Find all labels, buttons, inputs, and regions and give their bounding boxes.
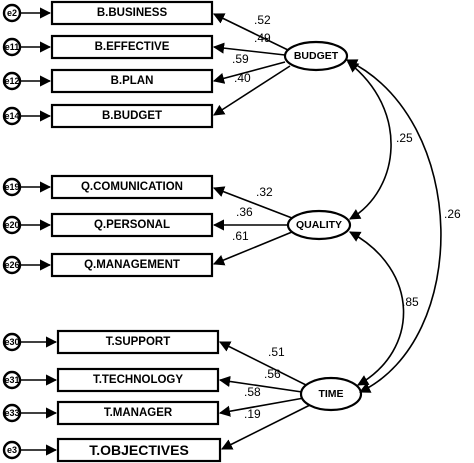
loading-path-t-manager bbox=[218, 397, 305, 417]
loading-value: .59 bbox=[232, 52, 249, 66]
indicator-box-t-objectives bbox=[56, 437, 222, 463]
loading-value: .56 bbox=[264, 367, 281, 381]
indicator-box-t-technology bbox=[56, 367, 220, 393]
error-label: e2 bbox=[7, 8, 17, 18]
indicator-label: T.OBJECTIVES bbox=[89, 442, 189, 458]
error-node bbox=[2, 332, 22, 352]
error-label: e19 bbox=[4, 182, 19, 192]
covariance-arc-quality-time bbox=[349, 231, 405, 386]
indicator-box-b-plan bbox=[50, 68, 214, 94]
indicator-label: B.BUDGET bbox=[102, 110, 162, 122]
loading-value: .49 bbox=[254, 31, 271, 45]
indicator-box-q-personal bbox=[50, 212, 214, 238]
error-label: e26 bbox=[4, 260, 19, 270]
indicator-box-t-support bbox=[56, 329, 220, 355]
indicator-label: Q.COMUNICATION bbox=[81, 181, 183, 193]
error-node bbox=[2, 37, 22, 57]
loading-path-q-management bbox=[212, 231, 293, 266]
error-node bbox=[2, 215, 22, 235]
loading-value: .40 bbox=[234, 71, 251, 85]
latent-label-budget: BUDGET bbox=[294, 50, 339, 62]
error-node bbox=[2, 3, 22, 23]
error-label: e30 bbox=[4, 337, 19, 347]
covariance-arc-budget-time bbox=[345, 59, 442, 393]
error-label: e14 bbox=[4, 111, 19, 121]
loading-path-b-effective bbox=[212, 42, 286, 56]
indicator-label: T.MANAGER bbox=[104, 407, 173, 419]
indicator-box-b-business bbox=[50, 0, 214, 26]
error-node bbox=[2, 177, 22, 197]
error-label: e33 bbox=[4, 408, 19, 418]
loading-path-b-plan bbox=[212, 61, 286, 84]
error-label: e11 bbox=[5, 42, 20, 52]
error-node bbox=[2, 403, 22, 423]
loading-path-b-budget bbox=[213, 65, 291, 116]
latent-label-quality: QUALITY bbox=[296, 219, 342, 231]
error-node bbox=[2, 106, 22, 126]
indicator-label: B.EFFECTIVE bbox=[95, 41, 170, 53]
error-node bbox=[2, 255, 22, 275]
indicator-label: B.BUSINESS bbox=[97, 7, 168, 19]
error-node bbox=[2, 440, 22, 460]
indicator-label: T.TECHNOLOGY bbox=[93, 374, 183, 386]
loading-value: .51 bbox=[268, 345, 285, 359]
indicator-box-t-manager bbox=[56, 400, 220, 426]
error-label: e3 bbox=[7, 445, 17, 455]
latent-label-time: TIME bbox=[318, 388, 343, 400]
indicator-box-b-effective bbox=[50, 34, 214, 60]
loading-value: .61 bbox=[232, 229, 249, 243]
loading-value: .19 bbox=[244, 407, 261, 421]
loading-path-b-business bbox=[212, 13, 289, 51]
error-node bbox=[2, 370, 22, 390]
loading-value: .36 bbox=[236, 205, 253, 219]
indicator-box-q-management bbox=[50, 252, 214, 278]
loading-path-t-objectives bbox=[220, 403, 313, 450]
indicator-box-b-budget bbox=[50, 103, 214, 129]
indicator-label: B.PLAN bbox=[111, 75, 154, 87]
covariance-value-budget-time: .26 bbox=[444, 207, 461, 221]
loading-path-t-support bbox=[218, 341, 309, 387]
indicator-label: Q.PERSONAL bbox=[94, 219, 170, 231]
loading-value: .52 bbox=[254, 13, 271, 27]
latent-budget bbox=[283, 40, 349, 72]
loading-path-t-technology bbox=[218, 375, 303, 393]
error-label: e31 bbox=[4, 375, 19, 385]
loading-value: .58 bbox=[244, 385, 261, 399]
error-label: e12 bbox=[4, 76, 19, 86]
indicator-label: Q.MANAGEMENT bbox=[84, 259, 180, 271]
covariance-value-budget-quality: .25 bbox=[396, 131, 413, 145]
indicator-box-q-comunication bbox=[50, 174, 214, 200]
loading-path-q-comunication bbox=[212, 186, 293, 219]
covariance-value-quality-time: .85 bbox=[402, 295, 419, 309]
loading-value: .32 bbox=[256, 185, 273, 199]
error-node bbox=[2, 71, 22, 91]
indicator-label: T.SUPPORT bbox=[106, 336, 171, 348]
error-label: e20 bbox=[4, 220, 19, 230]
